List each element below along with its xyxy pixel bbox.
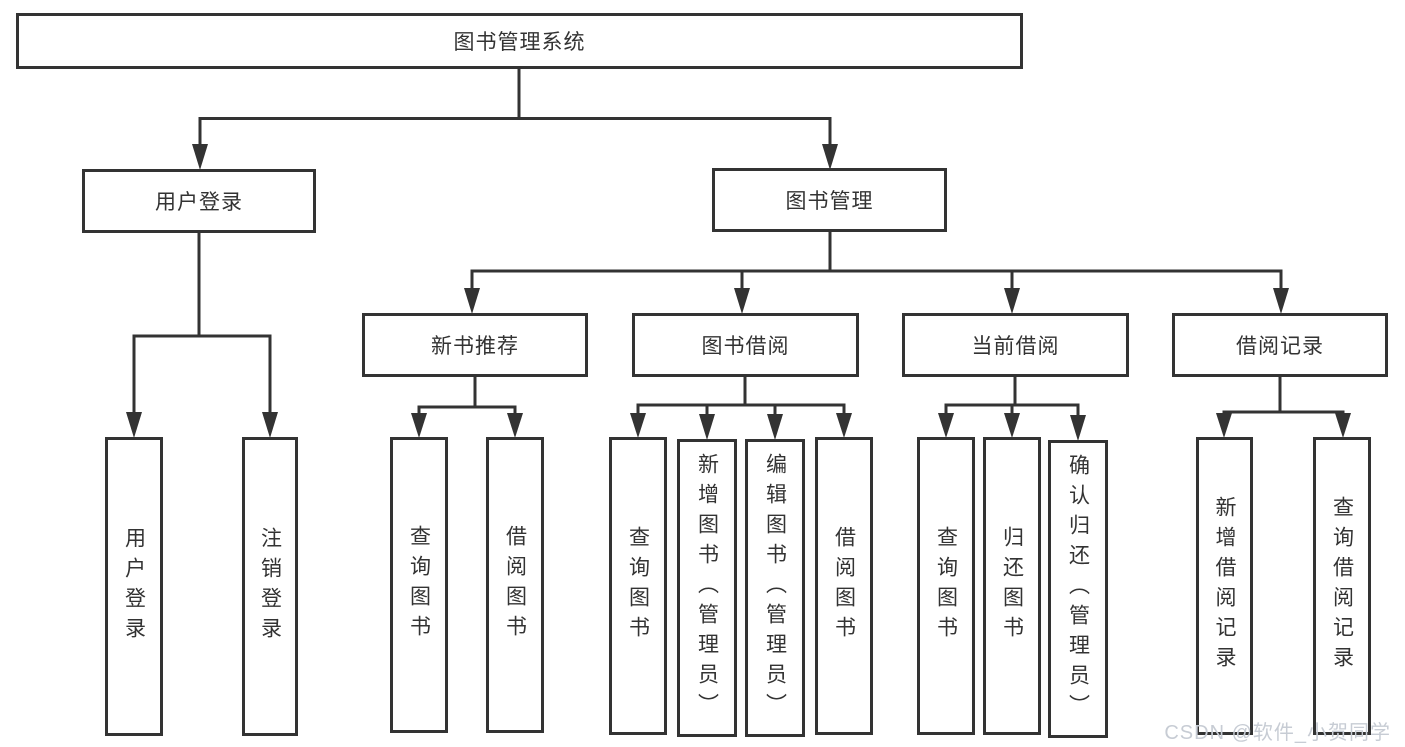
leaf-borrowing-edit-books-admin: 编辑图书（管理员） [745, 439, 805, 737]
leaf-borrowing-query-books: 查询图书 [609, 437, 667, 735]
node-borrowing-records-label: 借阅记录 [1236, 335, 1324, 358]
leaf-records-query-record: 查询借阅记录 [1313, 437, 1371, 735]
leaf-logout-label: 注销登录 [258, 526, 282, 647]
leaf-records-add-record-label: 新增借阅记录 [1213, 496, 1236, 676]
node-book-borrowing: 图书借阅 [632, 313, 859, 377]
node-new-book-recommend-label: 新书推荐 [431, 335, 519, 358]
leaf-borrowing-borrow-books-label: 借阅图书 [832, 526, 856, 646]
node-user-login-label: 用户登录 [155, 191, 243, 214]
leaf-borrowing-add-books-admin-label: 新增图书（管理员） [695, 453, 719, 723]
leaf-current-return-books-label: 归还图书 [1000, 526, 1024, 646]
leaf-borrowing-query-books-label: 查询图书 [626, 526, 650, 646]
node-book-management: 图书管理 [712, 168, 947, 232]
leaf-borrowing-borrow-books: 借阅图书 [815, 437, 873, 735]
leaf-user-login: 用户登录 [105, 437, 163, 736]
node-book-management-label: 图书管理 [785, 190, 874, 213]
node-root: 图书管理系统 [16, 13, 1023, 69]
leaf-recommend-borrow-books: 借阅图书 [486, 437, 544, 733]
node-new-book-recommend: 新书推荐 [362, 313, 588, 377]
leaf-borrowing-add-books-admin: 新增图书（管理员） [677, 439, 737, 737]
leaf-logout: 注销登录 [242, 437, 298, 736]
node-borrowing-records: 借阅记录 [1172, 313, 1388, 377]
leaf-recommend-borrow-books-label: 借阅图书 [503, 525, 527, 645]
leaf-recommend-query-books-label: 查询图书 [407, 525, 431, 645]
leaf-current-confirm-return-admin-label: 确认归还（管理员） [1066, 454, 1090, 724]
leaf-current-return-books: 归还图书 [983, 437, 1041, 735]
node-current-borrowing: 当前借阅 [902, 313, 1129, 377]
leaf-current-query-books-label: 查询图书 [934, 526, 958, 646]
leaf-current-query-books: 查询图书 [917, 437, 975, 735]
node-root-label: 图书管理系统 [453, 31, 586, 54]
leaf-records-add-record: 新增借阅记录 [1196, 437, 1253, 735]
leaf-user-login-label: 用户登录 [122, 526, 146, 647]
leaf-recommend-query-books: 查询图书 [390, 437, 448, 733]
node-user-login: 用户登录 [82, 169, 316, 233]
node-current-borrowing-label: 当前借阅 [971, 335, 1060, 358]
leaf-records-query-record-label: 查询借阅记录 [1330, 496, 1354, 676]
leaf-borrowing-edit-books-admin-label: 编辑图书（管理员） [763, 453, 787, 723]
node-book-borrowing-label: 图书借阅 [701, 335, 790, 358]
leaf-current-confirm-return-admin: 确认归还（管理员） [1048, 440, 1108, 738]
csdn-watermark: CSDN @软件_小贺同学 [1164, 722, 1391, 744]
